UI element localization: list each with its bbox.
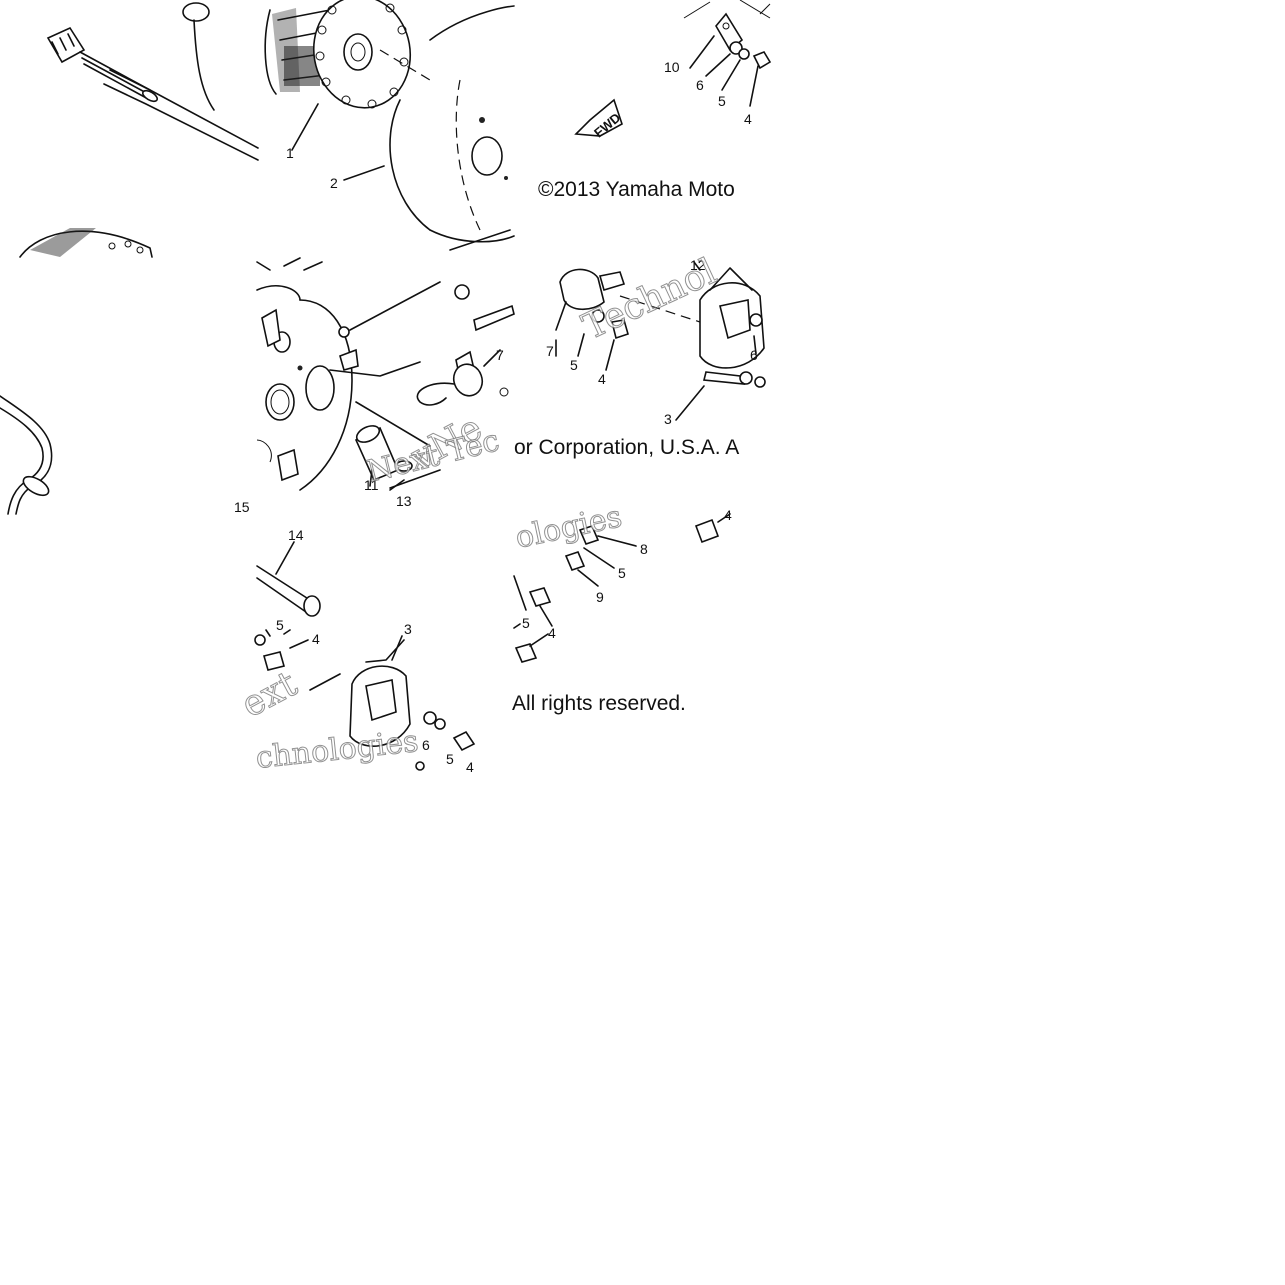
callout-5: 5 — [718, 93, 726, 109]
callout-9: 9 — [596, 589, 604, 605]
shaft-axis — [379, 49, 431, 81]
screw-4c — [263, 651, 285, 671]
harness-wire — [103, 69, 259, 161]
watermark-5: ext — [235, 663, 304, 726]
tile-stator-rotor — [264, 0, 515, 251]
stud — [473, 304, 515, 332]
leader-11 — [369, 469, 373, 487]
callout-4: 4 — [466, 759, 474, 775]
callout-8: 8 — [640, 541, 648, 557]
screw-4 — [752, 51, 772, 70]
callout-4: 4 — [744, 111, 752, 127]
screw-4f — [528, 587, 552, 607]
callout-14: 14 — [288, 527, 304, 543]
callout-11: 11 — [364, 477, 379, 493]
tile-housing — [256, 257, 515, 491]
copyright-line-2: or Corporation, U.S.A. A — [514, 436, 739, 459]
callout-3: 3 — [404, 621, 412, 637]
screw-4g — [514, 643, 538, 663]
shaft-14 — [256, 541, 321, 617]
screw-8 — [578, 525, 600, 545]
stator-plate — [312, 0, 412, 109]
callout-7: 7 — [496, 347, 504, 363]
stator-partial — [19, 228, 153, 258]
callout-4: 4 — [312, 631, 320, 647]
callout-4: 4 — [598, 371, 606, 387]
tile-pipe — [0, 228, 153, 515]
leader-2 — [343, 165, 385, 181]
callout-4: 4 — [724, 507, 732, 523]
contact-breaker-3b — [349, 639, 476, 771]
washer-5 — [738, 48, 750, 60]
callout-2: 2 — [330, 175, 338, 191]
rotor-flywheel — [389, 5, 515, 251]
leader-3b — [391, 635, 403, 661]
callout-6: 6 — [696, 77, 704, 93]
callout-12: 12 — [690, 257, 706, 273]
washer-5c — [254, 634, 266, 646]
washer-5b — [591, 309, 605, 323]
watermark-6: chnologies — [254, 724, 420, 776]
leader-13 — [389, 479, 405, 491]
callout-5: 5 — [446, 751, 454, 767]
washer-6 — [729, 41, 743, 55]
callout-13: 13 — [396, 493, 412, 509]
wire-loop — [0, 395, 53, 515]
leader-3 — [675, 385, 705, 421]
condenser-7 — [416, 350, 484, 406]
leader-1 — [291, 103, 319, 151]
copyright-line-1: ©2013 Yamaha Moto — [538, 178, 735, 201]
callout-3: 3 — [664, 411, 672, 427]
screw-9 — [564, 551, 586, 571]
condenser-7b — [555, 268, 626, 331]
connector-plug — [46, 26, 153, 101]
callout-4: 4 — [548, 625, 556, 641]
brush-11 — [354, 425, 413, 482]
callout-5: 5 — [618, 565, 626, 581]
callout-1: 1 — [286, 145, 294, 161]
callout-5: 5 — [570, 357, 578, 373]
callout-7: 7 — [546, 343, 554, 359]
screw-4e — [694, 518, 720, 544]
callout-10: 10 — [664, 59, 680, 75]
callout-5: 5 — [522, 615, 530, 631]
generator-housing — [256, 257, 359, 491]
tile-harness — [46, 2, 259, 161]
callout-15: 15 — [234, 499, 250, 515]
ground-lead — [182, 2, 215, 111]
callout-labels: 1 2 10 6 5 4 12 7 5 4 6 3 7 11 13 15 14 … — [234, 59, 758, 775]
screw-4b — [611, 319, 629, 340]
contact-breaker-3 — [699, 267, 766, 388]
bracket-10 — [715, 12, 744, 52]
tile-fwd-fasteners: FWD ©2013 Yamaha Moto — [538, 0, 772, 201]
callout-6: 6 — [422, 737, 430, 753]
watermark-4: ologies — [512, 499, 625, 556]
nut — [454, 284, 470, 300]
tile-breaker-lower — [254, 541, 476, 771]
tile-breaker-upper: or Corporation, U.S.A. A — [514, 261, 766, 459]
tile-screws: All rights reserved. — [512, 513, 731, 715]
callout-5: 5 — [276, 617, 284, 633]
fwd-marker: FWD — [574, 98, 623, 140]
copyright-line-3: All rights reserved. — [512, 692, 686, 715]
callout-6: 6 — [750, 347, 758, 363]
